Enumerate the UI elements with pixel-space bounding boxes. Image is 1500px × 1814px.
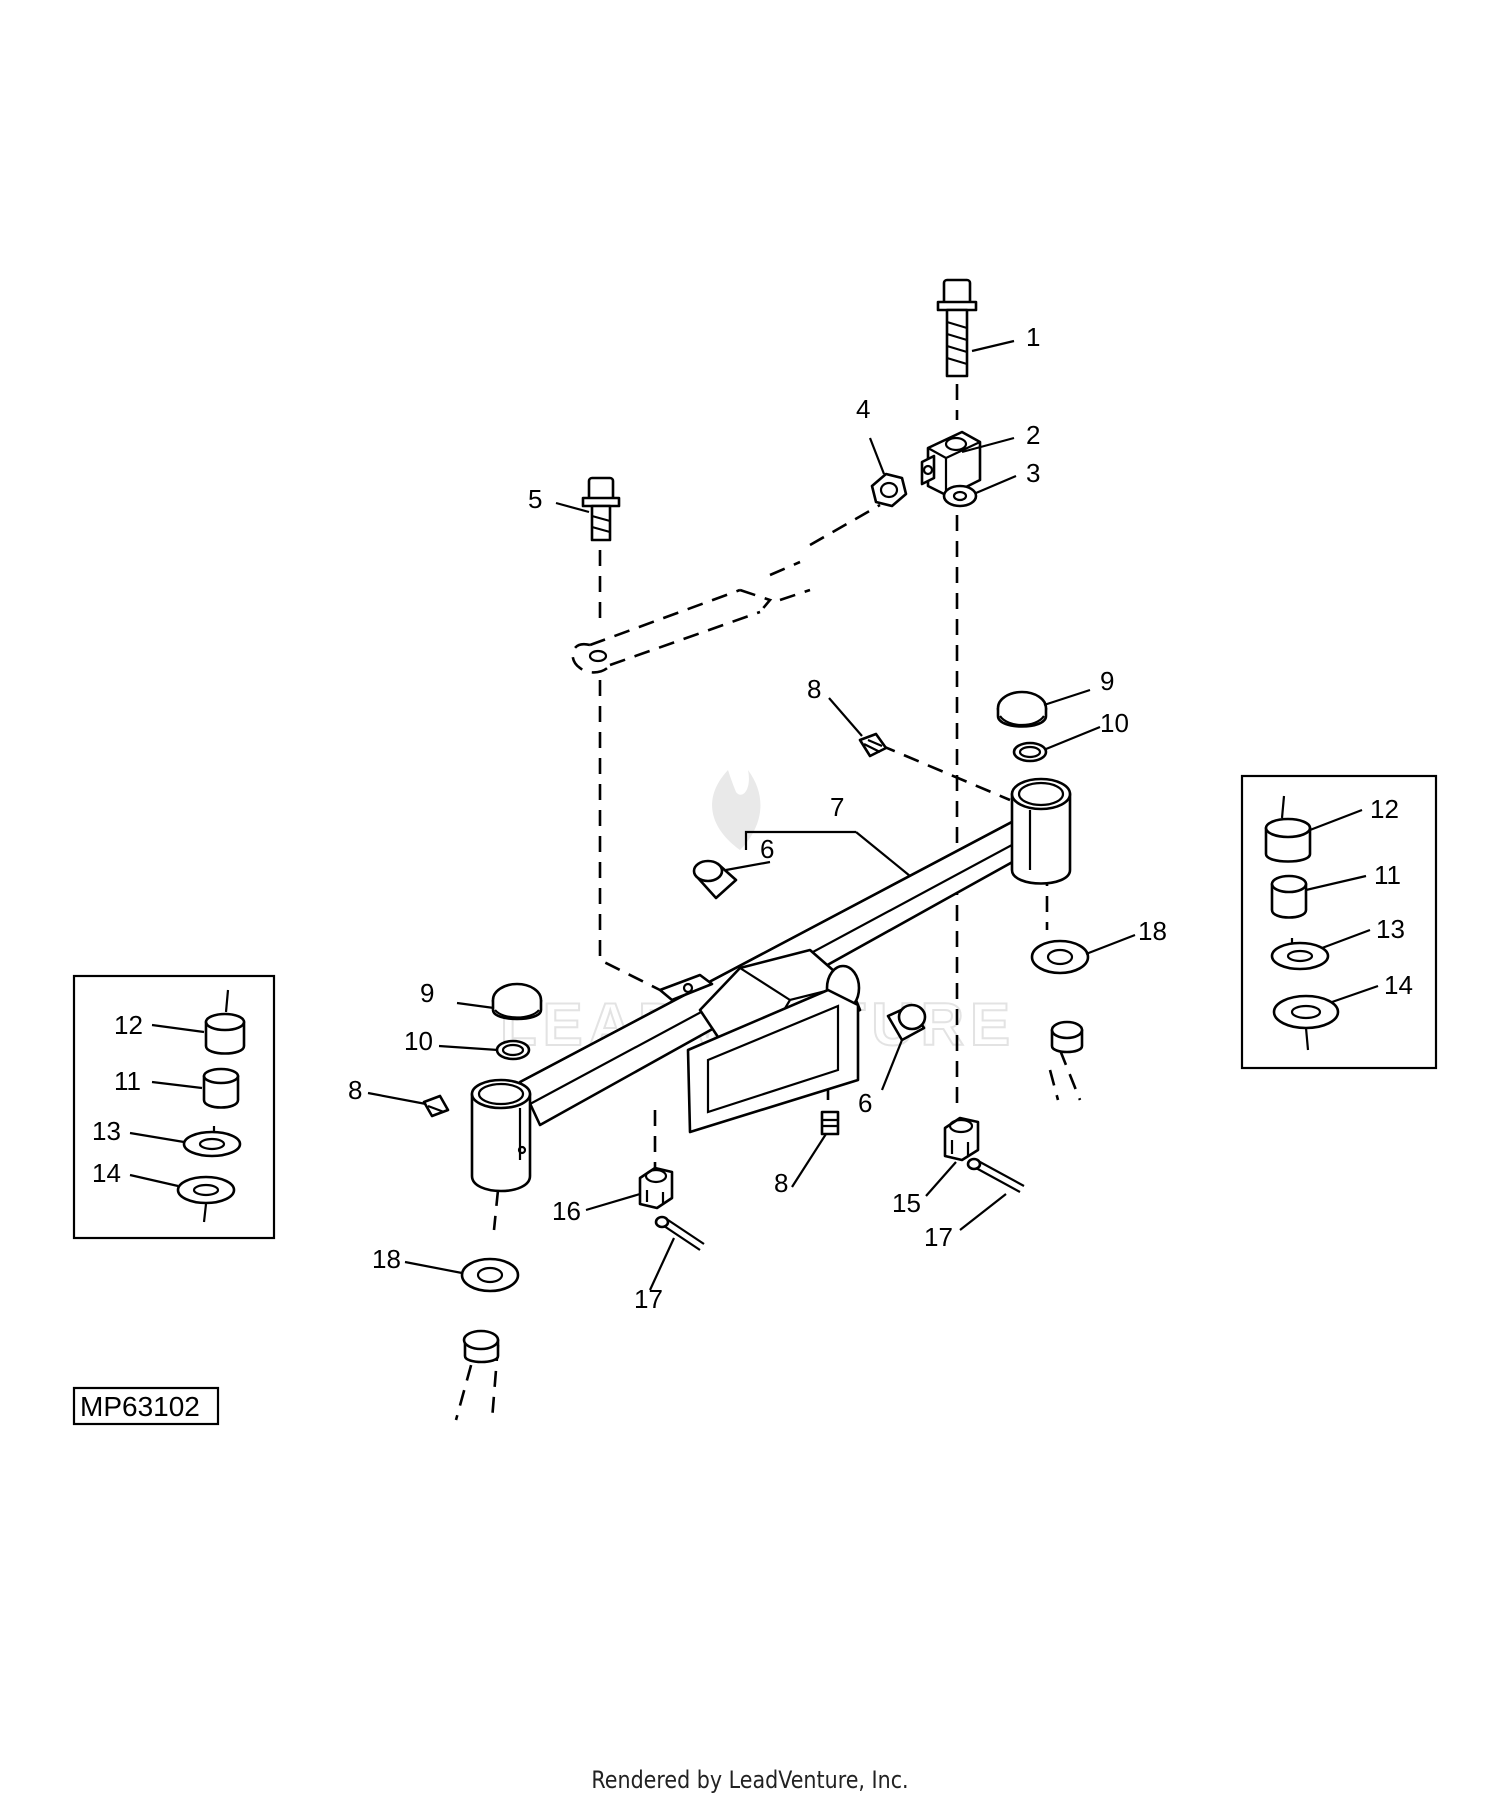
grease-fitting-part-8-bottom [820, 1110, 840, 1136]
dust-cap-part-9-right [996, 690, 1048, 728]
spindle-stub-left [462, 1329, 500, 1364]
nut-part-4 [870, 472, 908, 508]
grease-fitting-part-8-left [422, 1094, 450, 1118]
render-credit: Rendered by LeadVenture, Inc. [591, 1766, 909, 1794]
callout-16: 16 [552, 1196, 581, 1226]
grease-fitting-part-8-top [858, 732, 888, 758]
front-axle-part-7 [470, 777, 1072, 1193]
callout-1: 1 [1026, 322, 1040, 352]
callout-5: 5 [528, 484, 542, 514]
o-ring-part-10-left [495, 1039, 531, 1061]
dashed-guide [492, 1189, 500, 1231]
callout-18: 18 [372, 1244, 401, 1274]
callout-9: 9 [420, 978, 434, 1008]
spindle-stub-right [1050, 1020, 1084, 1054]
callout-15: 15 [892, 1188, 921, 1218]
dashed-guide [809, 503, 881, 547]
dashed-guide [1048, 1049, 1082, 1101]
callout-8: 8 [774, 1168, 788, 1198]
o-ring-part-10-right [1012, 741, 1048, 763]
cotter-pin-part-17-right [966, 1157, 1025, 1193]
inset-callout-14: 14 [1384, 970, 1413, 1000]
callout-4: 4 [856, 394, 870, 424]
washer-part-18-left [460, 1257, 520, 1293]
dashed-guide [879, 743, 1011, 802]
callout-labels: 1 2 3 4 5 6 6 7 8 8 8 9 9 10 10 15 16 17… [348, 322, 1167, 1314]
figure-code: MP63102 [80, 1391, 200, 1422]
callout-7: 7 [830, 792, 844, 822]
bolt-part-1 [936, 278, 978, 378]
clamp-block-part-2 [920, 430, 982, 498]
inset-callout-14: 14 [92, 1158, 121, 1188]
figure-code-label: MP63102 [72, 1386, 220, 1426]
inset-callout-12: 12 [114, 1010, 143, 1040]
inset-callout-13: 13 [1376, 914, 1405, 944]
inset-callout-12: 12 [1370, 794, 1399, 824]
callout-9: 9 [1100, 666, 1114, 696]
dust-cap-part-9-left [491, 982, 543, 1021]
callout-17: 17 [634, 1284, 663, 1314]
castle-nut-part-16 [638, 1166, 674, 1210]
bushing-part-6-right [886, 1003, 927, 1042]
callout-2: 2 [1026, 420, 1040, 450]
callout-8: 8 [348, 1075, 362, 1105]
callout-6: 6 [858, 1088, 872, 1118]
callout-8: 8 [807, 674, 821, 704]
callout-17: 17 [924, 1222, 953, 1252]
callout-3: 3 [1026, 458, 1040, 488]
bolt-part-5 [581, 476, 621, 542]
castle-nut-part-15 [943, 1116, 980, 1162]
inset-callout-11: 11 [1374, 860, 1401, 890]
washer-part-3 [942, 484, 978, 508]
leader-lines [367, 339, 1136, 1291]
callout-10: 10 [404, 1026, 433, 1056]
inset-callout-13: 13 [92, 1116, 121, 1146]
callout-6: 6 [760, 834, 774, 864]
right-detail-inset: 12 11 13 14 [1240, 774, 1438, 1070]
bushing-part-6-left [692, 859, 738, 900]
tie-rod-phantom [571, 560, 811, 674]
inset-callout-11: 11 [114, 1066, 141, 1096]
dashed-guide [598, 680, 661, 992]
callout-10: 10 [1100, 708, 1129, 738]
cotter-pin-part-17-left [654, 1215, 705, 1251]
callout-18: 18 [1138, 916, 1167, 946]
washer-part-18-right [1030, 939, 1090, 975]
left-detail-inset: 12 11 13 14 [72, 974, 276, 1240]
